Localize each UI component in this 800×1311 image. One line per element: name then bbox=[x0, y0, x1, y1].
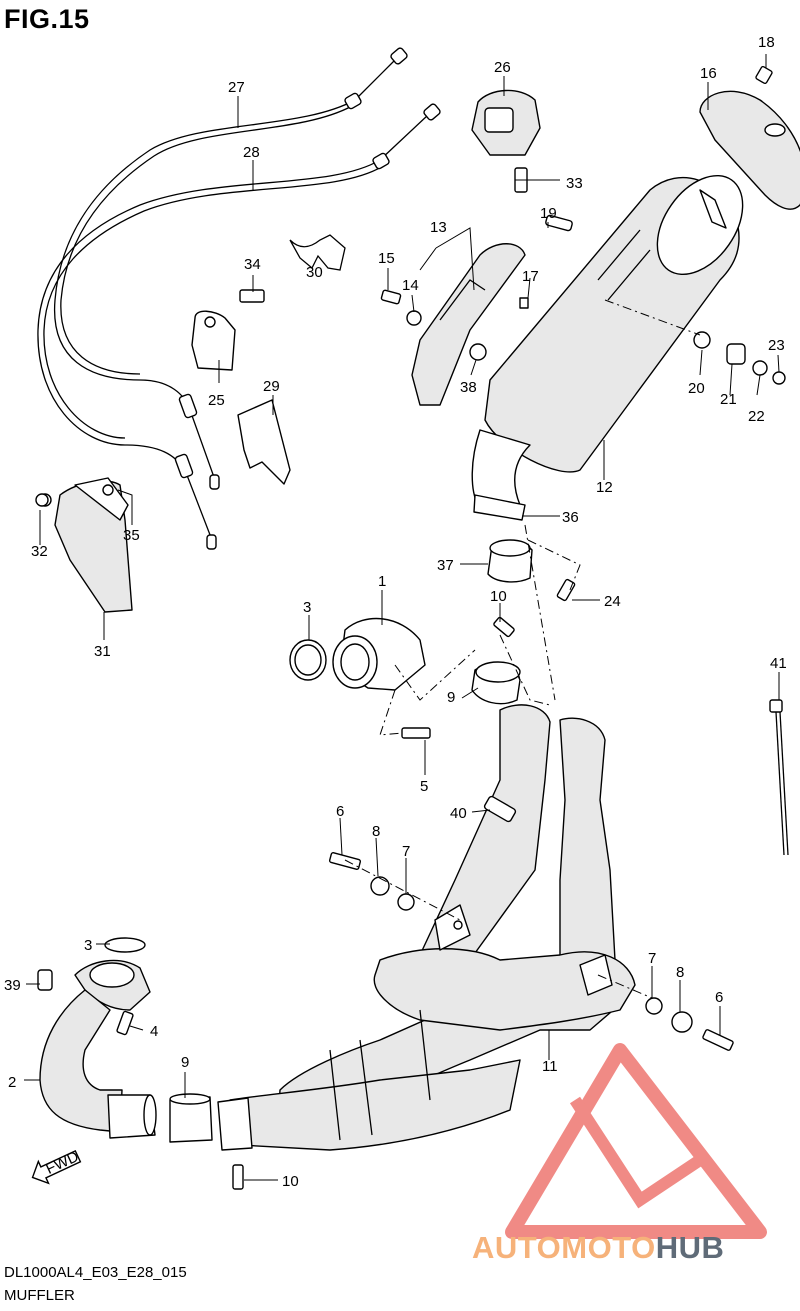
callout-8: 8 bbox=[676, 964, 684, 981]
callout-25: 25 bbox=[208, 392, 225, 409]
callout-36: 36 bbox=[562, 509, 579, 526]
end-cap bbox=[699, 90, 800, 210]
forward-badge: FWD bbox=[31, 1148, 82, 1185]
figure-title: FIG.15 bbox=[4, 4, 90, 34]
callout-3: 3 bbox=[303, 599, 311, 616]
joint-pipes bbox=[289, 539, 533, 705]
callout-30: 30 bbox=[306, 264, 323, 281]
callout-38: 38 bbox=[460, 379, 477, 396]
bracket-parts bbox=[191, 234, 346, 485]
callout-24: 24 bbox=[604, 593, 621, 610]
callout-40: 40 bbox=[450, 805, 467, 822]
exhaust-pipe-assembly bbox=[217, 704, 636, 1151]
callout-13: 13 bbox=[430, 219, 447, 236]
watermark-part2: HUB bbox=[655, 1230, 725, 1265]
callout-10: 10 bbox=[282, 1173, 299, 1190]
callout-34: 34 bbox=[244, 256, 261, 273]
callout-7: 7 bbox=[648, 950, 656, 967]
muffler bbox=[471, 174, 744, 521]
watermark-logo bbox=[505, 1043, 767, 1239]
callout-7: 7 bbox=[402, 843, 410, 860]
heat-shield bbox=[38, 477, 133, 613]
callout-15: 15 bbox=[378, 250, 395, 267]
callout-18: 18 bbox=[758, 34, 775, 51]
callout-3: 3 bbox=[84, 937, 92, 954]
callout-labels: 1 2 3 3 4 5 6 6 7 7 8 8 9 9 10 10 11 12 … bbox=[4, 34, 787, 1190]
callout-2: 2 bbox=[8, 1074, 16, 1091]
callout-5: 5 bbox=[420, 778, 428, 795]
callout-11: 11 bbox=[542, 1058, 558, 1075]
callout-8: 8 bbox=[372, 823, 380, 840]
callout-6: 6 bbox=[336, 803, 344, 820]
callout-41: 41 bbox=[770, 655, 787, 672]
sensor-block bbox=[471, 89, 541, 156]
watermark-text: AUTOMOTOHUB bbox=[472, 1230, 724, 1266]
callout-22: 22 bbox=[748, 408, 765, 425]
callout-9: 9 bbox=[181, 1054, 189, 1071]
muffler-cover bbox=[411, 243, 526, 406]
callout-31: 31 bbox=[94, 643, 111, 660]
callout-4: 4 bbox=[150, 1023, 158, 1040]
fasteners bbox=[35, 65, 789, 1190]
callout-10: 10 bbox=[490, 588, 507, 605]
front-exhaust-pipe bbox=[39, 937, 213, 1143]
callout-39: 39 bbox=[4, 977, 21, 994]
leader-lines bbox=[24, 54, 780, 1181]
figure-name: MUFFLER bbox=[4, 1287, 75, 1304]
callout-20: 20 bbox=[688, 380, 705, 397]
callout-37: 37 bbox=[437, 557, 454, 574]
callout-12: 12 bbox=[596, 479, 613, 496]
forward-badge-label: FWD bbox=[43, 1148, 81, 1178]
watermark-part1: AUTOMOTO bbox=[472, 1230, 656, 1265]
throttle-cables bbox=[37, 47, 441, 550]
callout-32: 32 bbox=[31, 543, 48, 560]
callout-23: 23 bbox=[768, 337, 785, 354]
callout-33: 33 bbox=[566, 175, 583, 192]
callout-35: 35 bbox=[123, 527, 140, 544]
callout-26: 26 bbox=[494, 59, 511, 76]
callout-17: 17 bbox=[522, 268, 539, 285]
callout-19: 19 bbox=[540, 205, 557, 222]
callout-28: 28 bbox=[243, 144, 260, 161]
callout-14: 14 bbox=[402, 277, 419, 294]
guide-lines bbox=[344, 299, 701, 999]
callout-29: 29 bbox=[263, 378, 280, 395]
callout-27: 27 bbox=[228, 79, 245, 96]
callout-6: 6 bbox=[715, 989, 723, 1006]
callout-1: 1 bbox=[378, 573, 386, 590]
callout-16: 16 bbox=[700, 65, 717, 82]
figure-code: DL1000AL4_E03_E28_015 bbox=[4, 1264, 187, 1281]
callout-21: 21 bbox=[720, 391, 737, 408]
callout-9: 9 bbox=[447, 689, 455, 706]
